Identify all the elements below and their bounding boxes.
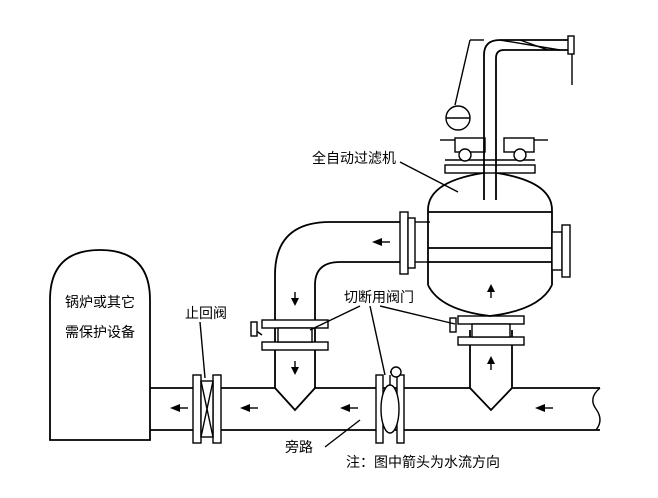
boiler-label-line2: 需保护设备: [65, 324, 135, 341]
filter-motors: [440, 137, 548, 162]
boiler-equipment: [49, 249, 151, 441]
inlet-cutoff-valve: [449, 315, 525, 346]
flow-arrow: [372, 238, 382, 246]
flow-arrows: [170, 238, 553, 412]
flow-arrow: [487, 284, 495, 292]
check-valve-label: 止回阀: [185, 306, 227, 322]
flow-arrow: [240, 404, 250, 412]
lifting-frame: [445, 35, 575, 200]
filter-vessel: [427, 159, 571, 317]
flow-arrow: [487, 356, 495, 364]
outlet-flange: [399, 211, 430, 275]
flow-arrow: [291, 367, 299, 375]
flow-arrow: [291, 298, 299, 306]
filter-label: 全自动过滤机: [312, 150, 396, 167]
flow-arrow: [535, 404, 545, 412]
flow-note: 注：图中箭头为水流方向: [346, 454, 500, 471]
bypass-label: 旁路: [285, 439, 313, 456]
flow-arrow: [340, 404, 350, 412]
outlet-branch-pipe: [274, 221, 405, 412]
cutoff-valve-label: 切断用阀门: [344, 290, 414, 306]
flow-arrow: [170, 404, 180, 412]
outlet-cutoff-valve: [250, 319, 329, 351]
check-valve: [192, 374, 222, 444]
leader-lines: [199, 161, 459, 448]
bypass-valve: [375, 366, 405, 444]
boiler-label-line1: 锅炉或其它: [65, 294, 135, 311]
